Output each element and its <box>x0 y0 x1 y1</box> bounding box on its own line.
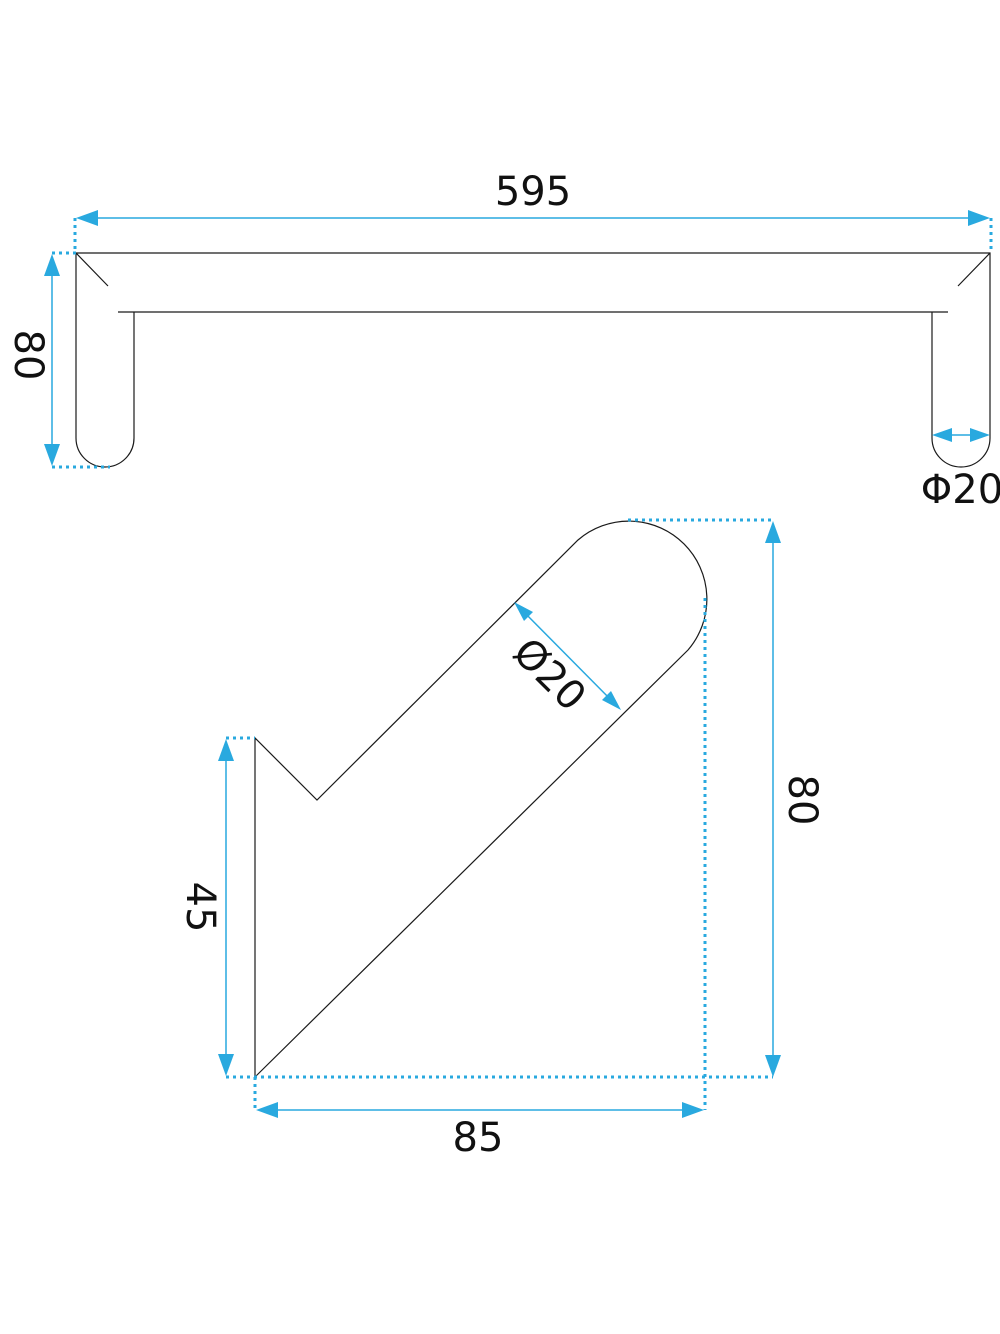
height-label: 80 <box>5 330 51 381</box>
length-dimension: 595 <box>73 169 993 253</box>
side-view: Ø20 80 45 85 <box>177 518 825 1161</box>
bracket-short-height-dimension: 45 <box>177 736 255 1076</box>
height-dimension: 80 <box>5 251 110 469</box>
bracket-height-label: 80 <box>779 775 825 826</box>
rail-outline <box>75 252 991 468</box>
bracket-diameter-dimension: Ø20 <box>504 602 621 720</box>
bracket-depth-dimension: 85 <box>253 1077 704 1161</box>
bracket-depth-label: 85 <box>453 1115 504 1161</box>
diameter-dimension: Φ20 <box>921 428 1000 513</box>
bracket-diameter-label: Ø20 <box>504 629 595 720</box>
top-view: 595 80 Φ20 <box>5 169 1000 513</box>
bracket-height-dimension: 80 <box>628 518 825 1110</box>
length-label: 595 <box>495 169 571 215</box>
diameter-label: Φ20 <box>921 467 1000 513</box>
bracket-short-height-label: 45 <box>177 882 223 933</box>
bracket-outline <box>254 520 708 1079</box>
